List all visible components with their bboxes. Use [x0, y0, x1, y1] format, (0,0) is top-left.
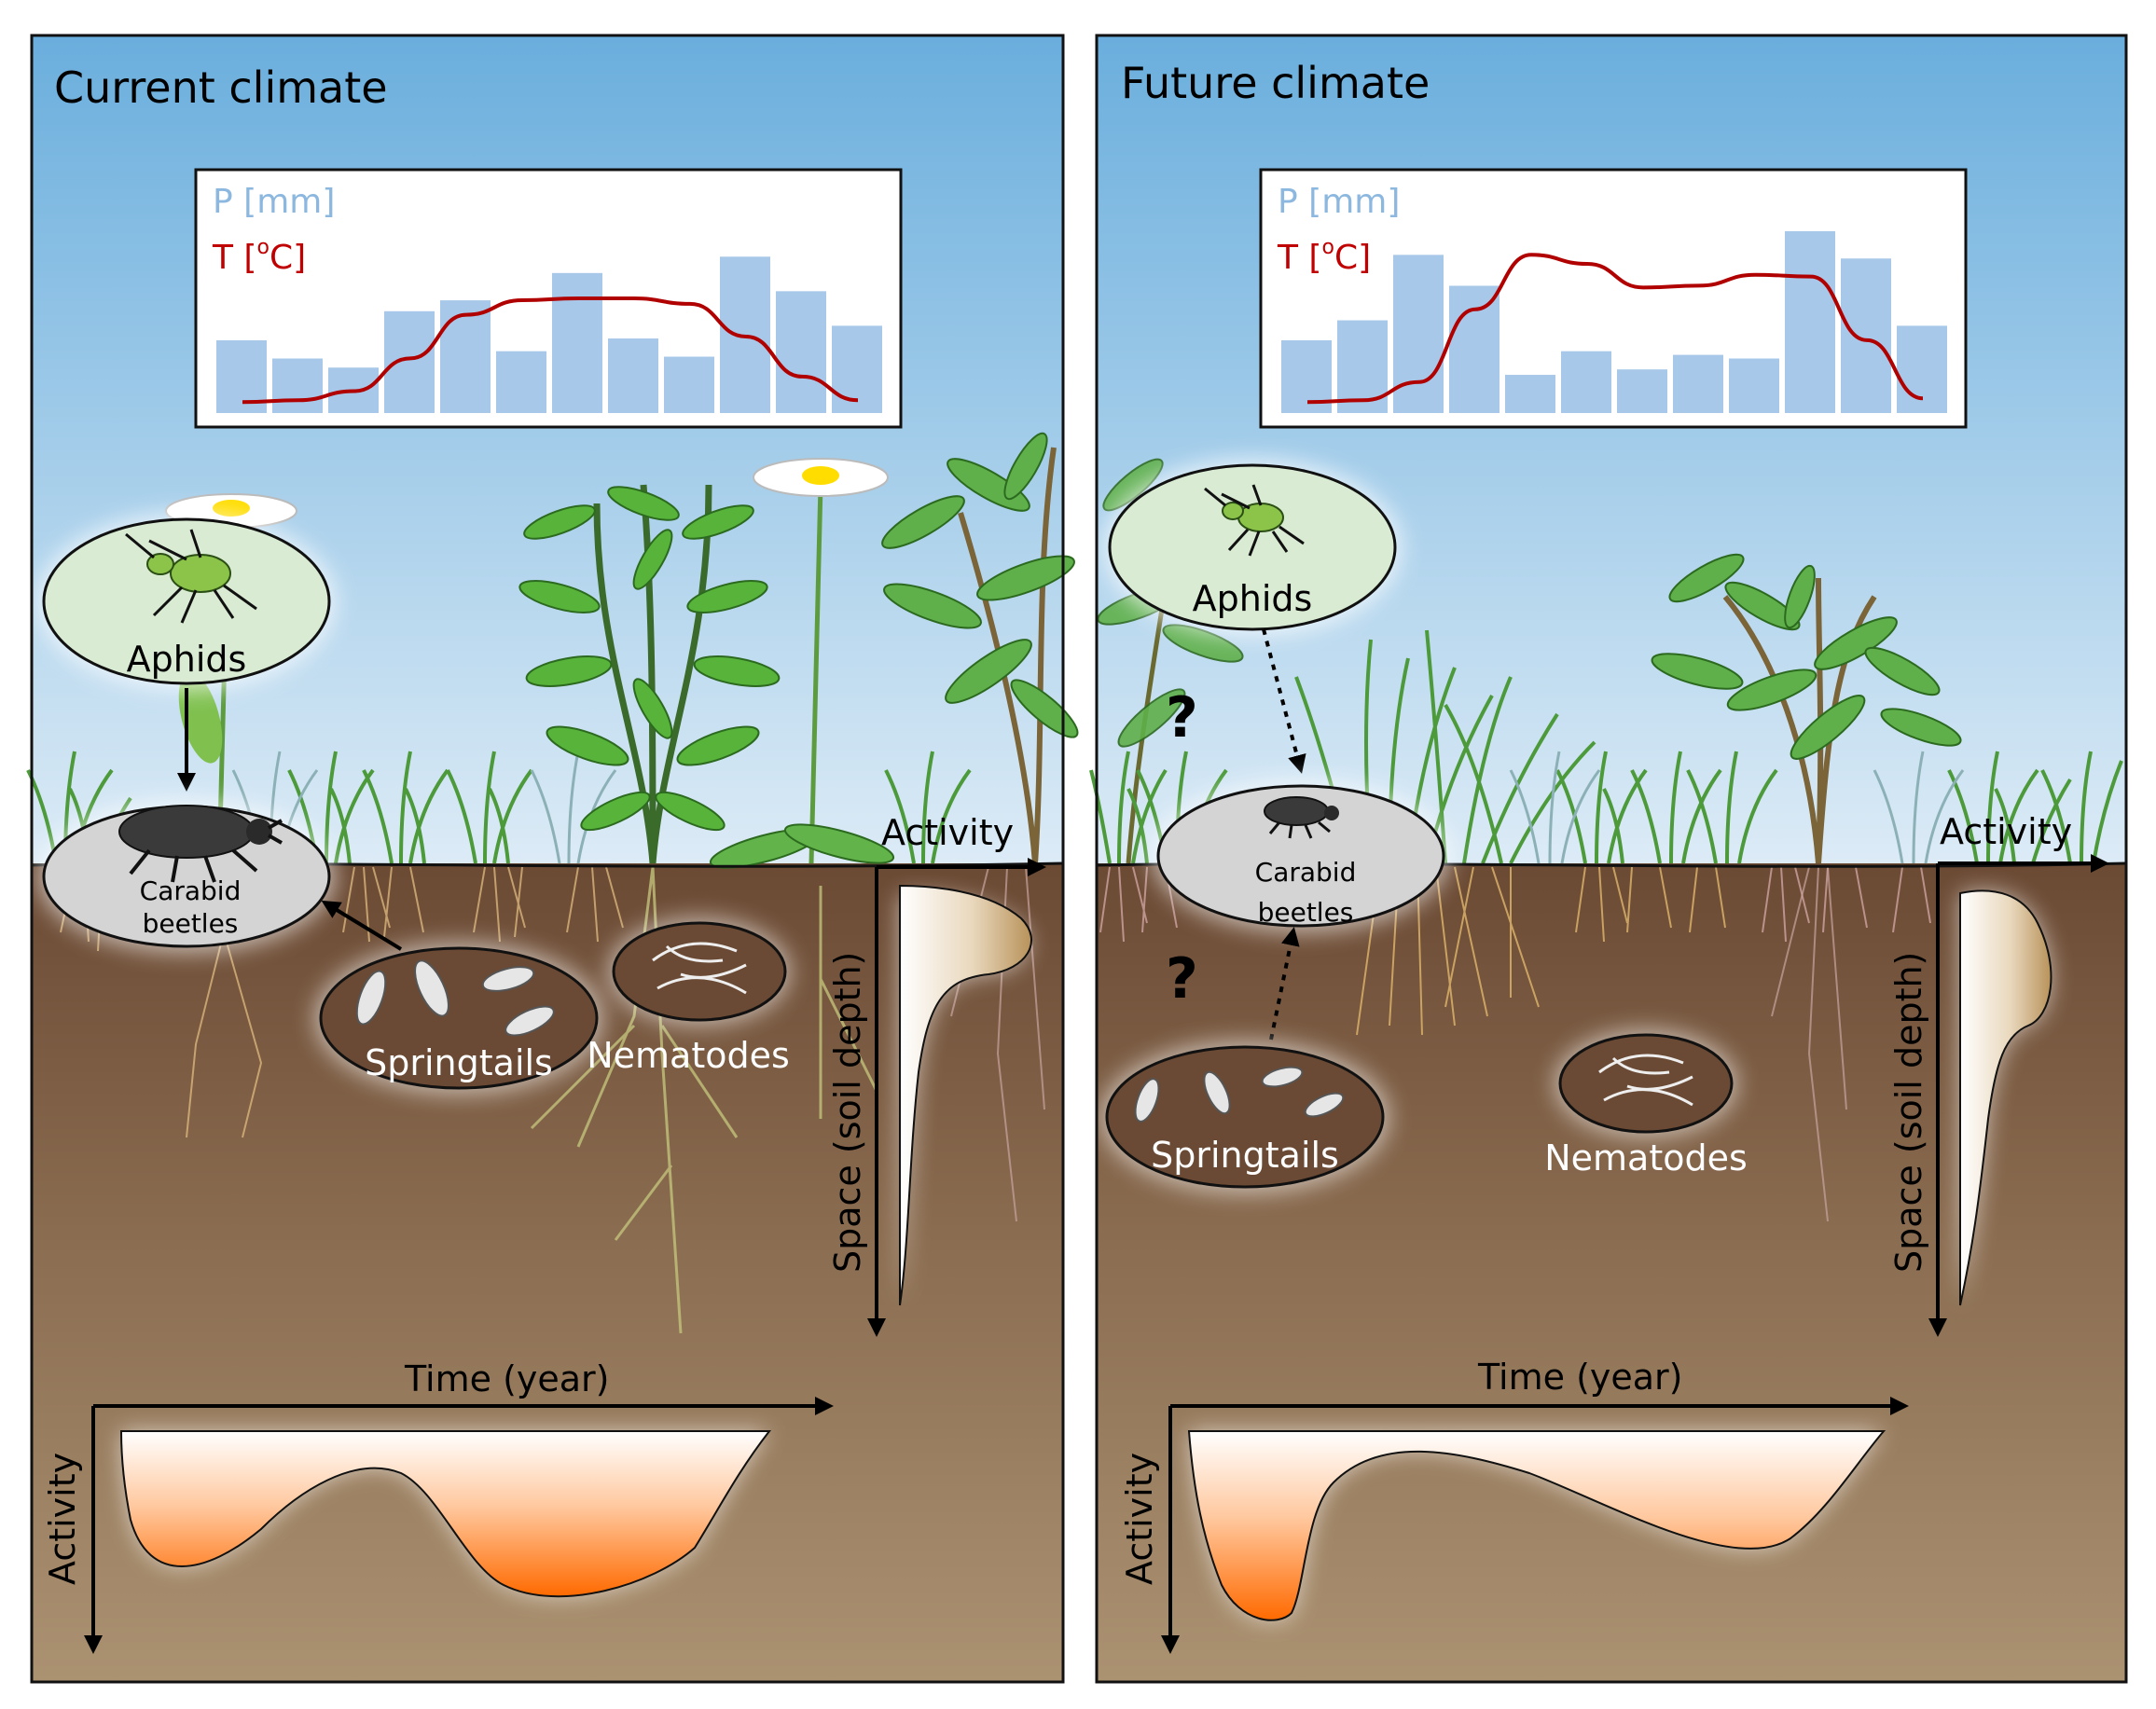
precip-bar	[496, 351, 546, 413]
aphids-bubble: Aphids	[37, 513, 336, 690]
temperature-label: T [oC]	[1277, 236, 1371, 277]
springtails-label: Springtails	[365, 1042, 553, 1083]
depth-activity-label: Activity	[1940, 811, 2072, 852]
precip-bar	[1505, 375, 1555, 413]
carabid-label-line2: beetles	[1258, 897, 1354, 928]
precip-bar	[1785, 231, 1835, 413]
precip-bar	[1393, 255, 1444, 413]
precip-bars	[216, 256, 882, 413]
question-mark-springtails: ?	[1166, 946, 1198, 1012]
nematodes-bubble: Nematodes	[1544, 1029, 1748, 1178]
carabid-label-line1: Carabid	[1255, 857, 1357, 888]
carabid-label-line1: Carabid	[140, 875, 242, 906]
temperature-label: T [oC]	[212, 236, 306, 277]
time-activity-chart: Time (year) Activity	[1119, 1357, 1909, 1654]
precip-bar	[440, 300, 491, 413]
willow-roots	[1771, 866, 1847, 1222]
temperature-label-main: T [	[212, 239, 256, 277]
precip-label: P [mm]	[213, 183, 335, 221]
panel-frame	[30, 34, 1065, 1684]
time-activity-label: Activity	[42, 1453, 83, 1585]
temperature-label-degree: o	[1321, 236, 1334, 259]
time-year-label: Time (year)	[404, 1358, 610, 1399]
panel-title: Future climate	[1121, 58, 1430, 108]
aphids-bubble: Aphids	[1103, 459, 1402, 636]
aphid-icon	[125, 529, 257, 624]
space-soil-depth-label: Space (soil depth)	[827, 952, 868, 1273]
nematode-icons	[1598, 1054, 1693, 1107]
carabid-beetle-icon	[118, 805, 283, 883]
precip-bars	[1281, 231, 1947, 413]
precip-bar	[1449, 285, 1500, 413]
precip-bar	[1841, 258, 1891, 413]
precip-bar	[1673, 354, 1723, 413]
carabid-beetles-bubble: Carabid beetles	[1152, 779, 1450, 932]
aphids-label: Aphids	[1193, 578, 1313, 619]
nematodes-label: Nematodes	[587, 1035, 790, 1076]
panel-frame	[1095, 34, 2128, 1684]
willow-plant	[1651, 553, 1962, 864]
carabid-label-line2: beetles	[143, 908, 239, 939]
precip-label: P [mm]	[1278, 183, 1400, 221]
springtails-label: Springtails	[1151, 1135, 1339, 1176]
time-activity-label: Activity	[1119, 1453, 1160, 1585]
grass-clumps	[26, 751, 972, 864]
depth-activity-label: Activity	[881, 812, 1014, 853]
springtail-icons	[1134, 1066, 1345, 1123]
precip-bar	[1561, 351, 1611, 413]
panel-future-climate: Future climate P [mm] T [oC] Aphids	[1089, 34, 2128, 1684]
precip-bar	[608, 338, 658, 413]
depth-activity-profile: Activity Space (soil depth)	[1888, 811, 2109, 1337]
precip-bar	[776, 291, 826, 413]
aphids-to-carabid-dotted-arrow	[1262, 628, 1306, 774]
time-activity-chart: Time (year) Activity	[42, 1358, 834, 1654]
carabid-beetles-bubble: Carabid beetles	[37, 800, 336, 953]
blue-grass	[1509, 751, 1965, 864]
question-mark-aphids: ?	[1166, 685, 1198, 751]
temperature-label-unit: C]	[270, 239, 306, 277]
temperature-label-degree: o	[256, 236, 269, 259]
space-soil-depth-label: Space (soil depth)	[1888, 952, 1929, 1273]
springtails-to-carabid-arrow	[321, 900, 403, 951]
precip-bar	[664, 356, 714, 413]
springtail-icons	[355, 959, 555, 1037]
precip-bar	[1729, 358, 1779, 413]
willow-plant	[881, 432, 1079, 864]
temperature-label-main: T [	[1277, 239, 1321, 277]
tall-leafy-plant	[518, 484, 781, 864]
panel-current-climate: Current climate P [mm] T [oC] Aphids	[26, 34, 1079, 1684]
grass-clumps	[1089, 629, 2123, 864]
depth-activity-profile: Activity Space (soil depth)	[827, 812, 1046, 1337]
temperature-curve	[242, 296, 859, 405]
precip-bar	[272, 358, 323, 413]
temperature-label-unit: C]	[1334, 239, 1371, 277]
climate-chart: P [mm] T [oC]	[1259, 168, 1968, 429]
climate-chart: P [mm] T [oC]	[194, 168, 903, 429]
temperature-curve	[1306, 253, 1924, 405]
nematode-icons	[652, 942, 747, 995]
precip-bar	[1617, 369, 1667, 413]
panel-title: Current climate	[54, 62, 388, 113]
aphids-label: Aphids	[127, 639, 247, 680]
daisy-right	[709, 458, 895, 869]
sky-background	[1097, 35, 2126, 863]
grass-roots-dense	[1356, 866, 1726, 1036]
nematodes-bubble: Nematodes	[587, 917, 791, 1076]
carabid-beetle-icon	[1264, 796, 1339, 839]
nematodes-label: Nematodes	[1544, 1137, 1748, 1178]
springtails-bubble: Springtails	[314, 942, 603, 1095]
precip-bar	[384, 310, 435, 413]
plant-roots	[530, 866, 878, 1334]
springtails-bubble: Springtails	[1100, 1041, 1389, 1193]
precip-bar	[552, 272, 602, 413]
aphid-icon	[1204, 484, 1305, 557]
time-year-label: Time (year)	[1477, 1357, 1683, 1398]
